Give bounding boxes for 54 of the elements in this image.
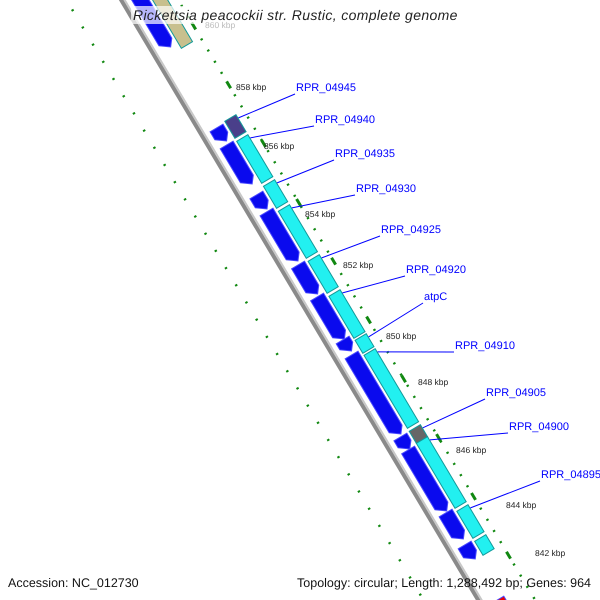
leader-line — [291, 194, 356, 208]
gene-bar — [474, 534, 495, 556]
gene-block — [400, 445, 448, 512]
scale-label: 846 kbp — [456, 445, 486, 455]
scale-label: 850 kbp — [386, 331, 416, 341]
gene-block — [249, 190, 269, 210]
gene-bar — [363, 348, 420, 430]
gene-label: RPR_04920 — [406, 264, 466, 277]
gene-label: RPR_04925 — [381, 224, 441, 237]
leader-line — [470, 480, 540, 508]
genome-info: Accession: NC_012730 — [8, 575, 139, 591]
genome-info: Topology: circular; Length: 1,288,492 bp; Genes: 964 — [297, 575, 591, 591]
gene-block — [344, 350, 403, 435]
leader-line — [430, 432, 508, 440]
gene-block — [310, 292, 346, 340]
scale-label: 854 kbp — [305, 209, 336, 219]
scale-label: 858 kbp — [236, 82, 266, 92]
gene-label: RPR_04930 — [356, 183, 416, 196]
gene-block — [259, 207, 300, 262]
gene-label: atpC — [424, 291, 448, 304]
gene-block — [393, 432, 412, 450]
gene-label: RPR_04900 — [509, 421, 569, 434]
scale-label: 852 kbp — [343, 260, 374, 270]
leader-line — [276, 160, 334, 184]
gene-bar — [456, 504, 485, 540]
gene-block — [438, 508, 466, 540]
gene-block — [220, 140, 254, 185]
gene-label: RPR_04940 — [315, 114, 375, 127]
leader-line — [342, 276, 406, 294]
gene-label: RPR_04945 — [296, 82, 356, 95]
gene-block — [290, 260, 320, 295]
gene-bar — [408, 424, 428, 444]
gene-label: RPR_04910 — [455, 340, 515, 353]
gene-label: RPR_04935 — [335, 148, 395, 161]
gene-bar — [278, 204, 318, 260]
scale-label: 844 kbp — [506, 500, 536, 510]
gene-block — [209, 123, 228, 142]
gene-bar — [307, 254, 339, 294]
gene-bar — [224, 114, 247, 140]
title: Rickettsia peacockii str. Rustic, complete genome — [131, 6, 460, 24]
gene-bar — [354, 332, 375, 354]
scale-label: 842 kbp — [535, 548, 566, 558]
scale-label: 848 kbp — [418, 377, 448, 387]
scale-label: 856 kbp — [264, 141, 294, 151]
leader-line — [377, 351, 454, 352]
leader-line — [321, 236, 380, 258]
gene-label: RPR_04905 — [486, 387, 546, 400]
leader-line — [238, 94, 296, 118]
gene-bar — [262, 178, 288, 210]
leader-line — [250, 126, 314, 138]
leader-line — [368, 302, 424, 338]
leader-line — [422, 398, 486, 428]
gene-block — [336, 335, 354, 352]
gene-bar — [328, 288, 366, 340]
